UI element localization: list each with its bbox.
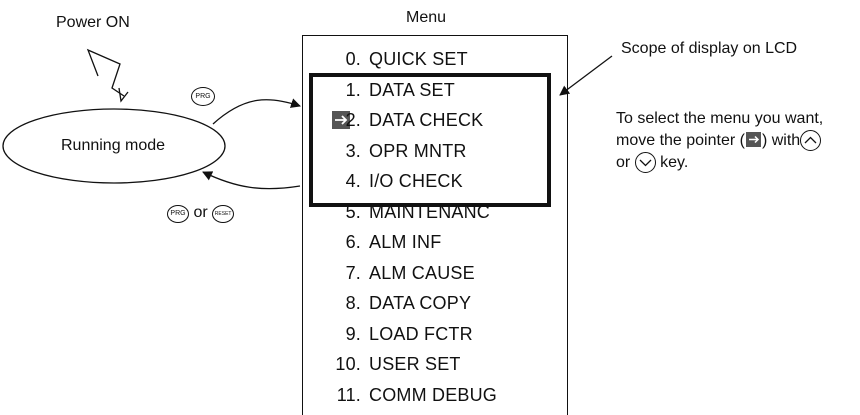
menu-item-label: DATA SET <box>369 79 455 100</box>
menu-item: 5. MAINTENANC <box>321 202 490 223</box>
menu-item-number: 6. <box>345 232 361 252</box>
menu-item: 4. I/O CHECK <box>321 171 463 192</box>
menu-item-number: 0. <box>345 49 361 69</box>
reset-key-icon: RESET <box>212 205 235 223</box>
help-line-3: or key. <box>616 152 688 173</box>
menu-item-number: 7. <box>345 262 361 283</box>
help-line-1: To select the menu you want, <box>616 110 824 127</box>
scope-label: Scope of display on LCD <box>621 40 798 57</box>
menu-item-label: QUICK SET <box>369 49 468 69</box>
power-on-label: Power ON <box>56 14 130 31</box>
menu-item-label: LOAD FCTR <box>369 323 473 344</box>
pointer-icon-inline <box>745 132 761 147</box>
down-key-icon <box>634 152 656 173</box>
menu-item-number: 4. <box>345 171 361 191</box>
menu-item-number: 5. <box>345 201 361 222</box>
prg-or-reset: PRG or RESET <box>167 204 235 223</box>
help-line-3-text-a: or <box>616 154 631 171</box>
menu-item: 3. OPR MNTR <box>321 141 467 162</box>
return-arrow <box>202 171 301 190</box>
prg-key-icon: PRG <box>191 85 215 106</box>
menu-item-label: ALM CAUSE <box>369 262 475 283</box>
prg-arrow <box>212 98 301 125</box>
menu-item-label: USER SET <box>369 354 461 374</box>
menu-item: 11. COMM DEBUG <box>321 385 497 406</box>
menu-box <box>302 35 568 415</box>
menu-title: Menu <box>406 9 447 26</box>
right-arrow-pointer-icon <box>332 111 350 129</box>
menu-item-number: 11. <box>336 384 361 405</box>
or-label: or <box>193 204 208 221</box>
power-on-arrow <box>86 48 125 97</box>
help-line-2-text-b: ) with <box>761 132 801 149</box>
help-line-2: move the pointer ( ) with <box>616 130 822 151</box>
running-mode-label: Running mode <box>61 137 166 154</box>
menu-item: 0. QUICK SET <box>321 49 468 70</box>
menu-item: 1. DATA SET <box>321 80 455 101</box>
scope-arrow <box>559 55 613 96</box>
menu-item: 6. ALM INF <box>321 232 442 253</box>
menu-item-label: MAINTENANC <box>369 201 491 222</box>
help-line-2-text-a: move the pointer ( <box>616 132 745 149</box>
prg-key-icon-2: PRG <box>167 205 189 223</box>
menu-item-number: 8. <box>345 293 361 313</box>
menu-item: 10. USER SET <box>321 354 461 375</box>
menu-item-label: OPR MNTR <box>369 140 467 161</box>
menu-item-label: I/O CHECK <box>369 171 463 191</box>
menu-item: 7. ALM CAUSE <box>321 263 475 284</box>
menu-item-label: DATA CHECK <box>369 110 484 130</box>
running-mode-ellipse <box>2 108 226 184</box>
menu-item-number: 9. <box>345 323 361 344</box>
menu-item-number: 2. <box>345 110 361 130</box>
menu-item: 8. DATA COPY <box>321 293 471 314</box>
menu-item-label: DATA COPY <box>369 293 472 313</box>
up-key-icon <box>800 130 822 151</box>
help-line-3-text-b: key. <box>660 154 689 171</box>
menu-item: 2. DATA CHECK <box>321 110 484 131</box>
menu-item: 9. LOAD FCTR <box>321 324 473 345</box>
lcd-scope-box <box>309 73 551 207</box>
menu-item-label: COMM DEBUG <box>369 384 497 405</box>
menu-item-label: ALM INF <box>369 232 442 252</box>
menu-item-number: 10. <box>335 354 361 374</box>
menu-item-number: 1. <box>345 79 361 100</box>
menu-item-number: 3. <box>345 140 361 161</box>
